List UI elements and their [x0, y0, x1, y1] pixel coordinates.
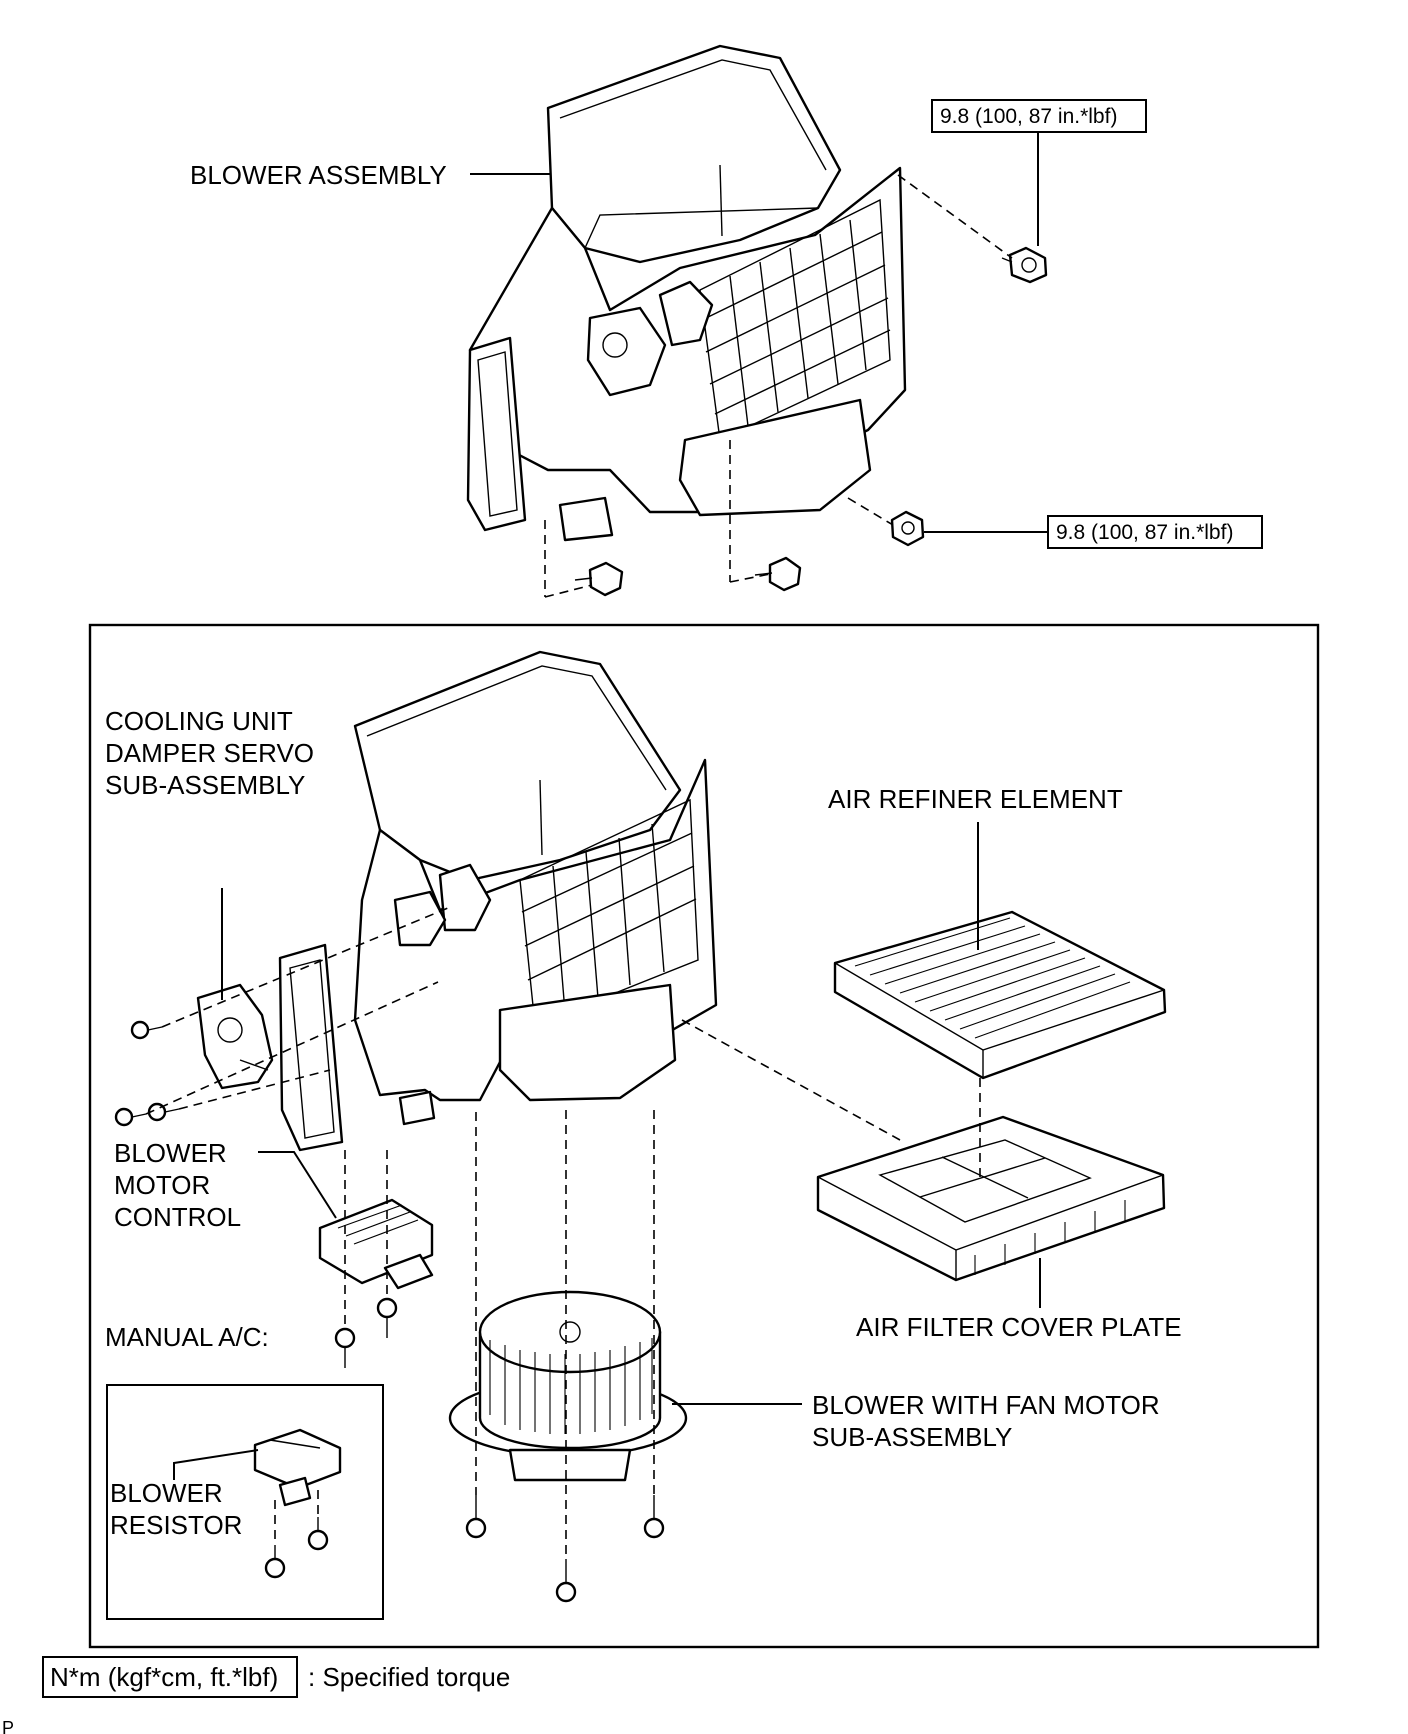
- label-blower-resistor: BLOWER RESISTOR: [110, 1478, 242, 1540]
- leader-blower-resistor: [173, 1449, 259, 1480]
- svg-text:SUB-ASSEMBLY: SUB-ASSEMBLY: [105, 770, 305, 800]
- bolt-bottom-middle: [754, 556, 802, 592]
- torque-box-middle-right: [1047, 515, 1263, 549]
- svg-text:RESISTOR: RESISTOR: [110, 1510, 242, 1540]
- legend-description: : Specified torque: [308, 1662, 510, 1692]
- torque-value-middle-right: 9.8 (100, 87 in.*lbf): [1056, 521, 1233, 544]
- torque-value-top-right: 9.8 (100, 87 in.*lbf): [940, 105, 1117, 128]
- blower-assembly-illustration-top: [466, 44, 1048, 598]
- air-filter-cover-plate-illustration: [816, 1115, 1166, 1282]
- blower-unit-illustration-detail: [278, 650, 718, 1152]
- blower-resistor-illustration: [253, 1428, 342, 1507]
- svg-text:DAMPER SERVO: DAMPER SERVO: [105, 738, 314, 768]
- label-air-filter-cover-plate: AIR FILTER COVER PLATE: [856, 1312, 1182, 1342]
- air-refiner-element-illustration: [833, 910, 1167, 1080]
- detail-frame: [88, 623, 1320, 1649]
- legend-unit-text: N*m (kgf*cm, ft.*lbf): [50, 1662, 278, 1692]
- corner-mark: P: [2, 1718, 14, 1734]
- label-manual-ac: MANUAL A/C:: [105, 1322, 269, 1352]
- svg-text:BLOWER: BLOWER: [110, 1478, 223, 1508]
- leader-blower-motor-control: [258, 1151, 337, 1219]
- screws-blower-motor-control: [334, 1297, 398, 1368]
- bolt-top-right: [1001, 246, 1048, 284]
- screws-damper-servo: [114, 1020, 180, 1127]
- bolt-bottom-left: [574, 561, 624, 597]
- label-blower-assembly: BLOWER ASSEMBLY: [190, 160, 447, 190]
- manual-ac-inset-frame: [106, 1384, 384, 1620]
- svg-text:COOLING UNIT: COOLING UNIT: [105, 706, 293, 736]
- label-cooling-unit-damper-servo: COOLING UNIT DAMPER SERVO SUB-ASSEMBLY: [105, 706, 314, 800]
- nut-middle-right: [890, 510, 925, 547]
- screws-blower-resistor: [264, 1517, 329, 1579]
- blower-motor-control-illustration: [318, 1198, 434, 1290]
- label-air-refiner-element: AIR REFINER ELEMENT: [828, 784, 1123, 814]
- svg-text:BLOWER: BLOWER: [114, 1138, 227, 1168]
- label-blower-motor-control: BLOWER MOTOR CONTROL: [114, 1138, 241, 1232]
- svg-text:BLOWER WITH FAN MOTOR: BLOWER WITH FAN MOTOR: [812, 1390, 1160, 1420]
- label-blower-with-fan-motor: BLOWER WITH FAN MOTOR SUB-ASSEMBLY: [812, 1390, 1160, 1452]
- screws-blower-fan-motor: [465, 1495, 665, 1603]
- svg-text:SUB-ASSEMBLY: SUB-ASSEMBLY: [812, 1422, 1012, 1452]
- blower-fan-motor-illustration: [448, 1290, 688, 1482]
- svg-text:CONTROL: CONTROL: [114, 1202, 241, 1232]
- damper-servo-illustration: [196, 983, 274, 1090]
- svg-text:MOTOR: MOTOR: [114, 1170, 210, 1200]
- legend-unit-box: [42, 1656, 298, 1698]
